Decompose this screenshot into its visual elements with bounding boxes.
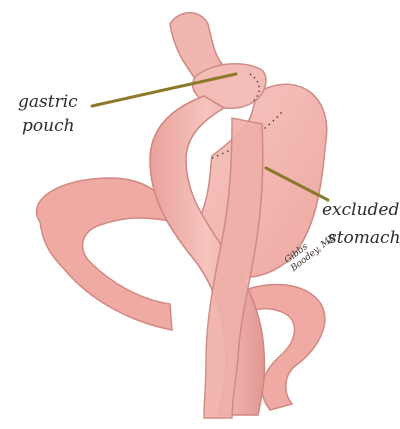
label-gastric-pouch-line2: pouch (22, 116, 75, 136)
label-excluded-stomach-line1: excluded (322, 200, 399, 220)
label-gastric-pouch-line1: gastric (18, 92, 78, 112)
label-excluded-stomach-line2: stomach (328, 228, 400, 248)
intestine-loop-left (36, 178, 175, 330)
